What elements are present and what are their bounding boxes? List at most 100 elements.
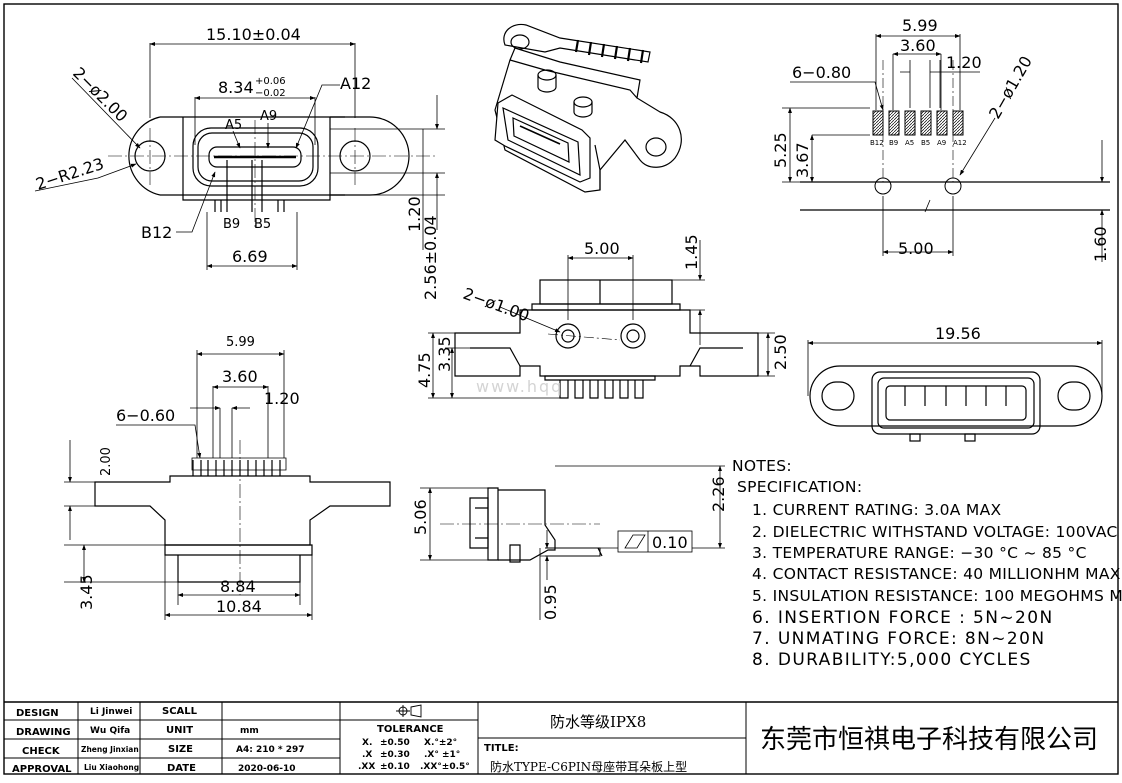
tb-date-label: DATE — [167, 763, 196, 774]
tb-tol-r2-a: .X — [362, 750, 372, 760]
front-h-4-75: 4.75 — [415, 352, 434, 388]
notes-subtitle: SPECIFICATION: — [737, 478, 862, 496]
tb-date-value: 2020-06-10 — [238, 764, 296, 774]
notes-title: NOTES: — [732, 457, 792, 475]
note-item-6: 6. INSERTION FORCE : 5N~20N — [752, 608, 1054, 628]
tb-tol-r3-b: ±0.10 — [380, 762, 410, 772]
tb-drawing-value: Wu Qifa — [90, 726, 130, 736]
footprint-dimensions — [782, 34, 1104, 262]
footprint-width: 5.99 — [902, 16, 938, 35]
note-item-8: 8. DURABILITY:5,000 CYCLES — [752, 650, 1032, 670]
top-slot-width: 8.34 — [218, 78, 254, 97]
tb-design-value: Li Jinwei — [90, 707, 132, 717]
sheet-border — [3, 3, 1119, 775]
title-block-text: DESIGN Li Jinwei DRAWING Wu Qifa CHECK Z… — [12, 704, 1098, 775]
top-overall-width: 15.10±0.04 — [206, 25, 301, 44]
tb-approval-value: Liu Xiaohong — [84, 763, 139, 772]
side-h-2-26: 2.26 — [709, 476, 728, 512]
side-h-5-06: 5.06 — [411, 499, 430, 535]
end-width: 19.56 — [935, 324, 981, 343]
footprint-h-5-25: 5.25 — [771, 132, 790, 168]
footprint-hole: 2−ø1.20 — [985, 53, 1036, 122]
footprint-pitch: 1.20 — [946, 53, 982, 72]
footprint-mid: 3.60 — [900, 36, 936, 55]
end-view — [809, 365, 1103, 442]
front-view — [454, 279, 759, 399]
top-hole-dia: 2−ø2.00 — [69, 63, 131, 125]
tb-scall-label: SCALL — [162, 706, 198, 717]
notes-block: NOTES: SPECIFICATION: 1. CURRENT RATING:… — [732, 457, 1122, 670]
top-dim-1-20: 1.20 — [405, 196, 424, 232]
bottom-inner: 8.84 — [220, 577, 256, 596]
side-view-dimensions — [420, 465, 725, 620]
top-pin-a12: A12 — [340, 74, 371, 93]
tb-tol-r2-b: ±0.30 — [380, 750, 410, 760]
tb-design-label: DESIGN — [16, 708, 59, 719]
tb-company: 东莞市恒祺电子科技有限公司 — [760, 725, 1098, 755]
bottom-h-2-00: 2.00 — [99, 447, 114, 476]
bottom-mid: 3.60 — [222, 367, 258, 386]
bottom-h-3-45: 3.45 — [77, 574, 96, 610]
note-item-1: 1. CURRENT RATING: 3.0A MAX — [752, 501, 1001, 519]
front-holes: 2−ø1.00 — [461, 284, 532, 325]
tb-title-value: 防水TYPE-C6PIN母座带耳朵板上型 — [490, 759, 687, 774]
note-item-7: 7. UNMATING FORCE: 8N~20N — [752, 629, 1045, 649]
pad-label-b9: B9 — [889, 139, 898, 147]
note-item-4: 4. CONTACT RESISTANCE: 40 MILLIONHM MAX — [752, 565, 1121, 583]
tb-unit-value: mm — [240, 726, 259, 736]
bottom-view-dimensions — [64, 350, 313, 620]
side-h-0-95: 0.95 — [541, 584, 560, 620]
tb-unit-label: UNIT — [166, 725, 193, 736]
title-block — [4, 701, 1118, 774]
footprint-holes-span: 5.00 — [898, 239, 934, 258]
footprint-pads — [872, 110, 964, 136]
tb-tol-r1-c: X.°±2° — [424, 738, 457, 748]
tb-size-value: A4: 210 * 297 — [236, 745, 305, 755]
top-slot-tol-plus: +0.06 — [255, 76, 286, 87]
end-view-dimensions — [807, 340, 1103, 396]
note-item-3: 3. TEMPERATURE RANGE: −30 °C ~ 85 °C — [752, 544, 1087, 562]
isometric-view — [494, 23, 682, 193]
projection-symbol-icon — [396, 704, 422, 718]
tb-approval-label: APPROVAL — [12, 764, 72, 775]
note-item-2: 2. DIELECTRIC WITHSTAND VOLTAGE: 100VAC — [752, 523, 1118, 541]
front-h-2-50: 2.50 — [771, 334, 790, 370]
bottom-pitch: 1.20 — [264, 389, 300, 408]
top-slot-tol-minus: −0.02 — [255, 88, 286, 99]
footprint-h-1-60: 1.60 — [1091, 226, 1110, 262]
front-view-dimensions — [428, 240, 775, 399]
pad-label-b5: B5 — [921, 139, 930, 147]
note-item-5: 5. INSULATION RESISTANCE: 100 MEGOHMS MI… — [752, 587, 1122, 605]
top-view — [128, 116, 410, 212]
front-width: 5.00 — [584, 239, 620, 258]
top-pin-a9: A9 — [260, 109, 277, 124]
bottom-view — [94, 457, 391, 583]
tb-check-value: Zheng Jinxian — [81, 745, 139, 754]
pad-label-a5: A5 — [905, 139, 914, 147]
side-flatness: 0.10 — [652, 533, 688, 552]
side-view — [469, 487, 603, 563]
footprint-pads: 6−0.80 — [792, 63, 851, 82]
top-pin-b5: B5 — [254, 217, 271, 232]
bottom-pins: 6−0.60 — [116, 406, 175, 425]
top-pin-b9: B9 — [223, 217, 240, 232]
top-view-centerlines — [108, 120, 435, 230]
pad-label-a9: A9 — [937, 139, 946, 147]
tb-check-label: CHECK — [22, 746, 61, 757]
tb-tol-r1-a: X. — [362, 738, 372, 748]
tb-tol-r3-a: .XX — [358, 762, 375, 772]
tb-size-label: SIZE — [168, 744, 193, 755]
bottom-outer: 10.84 — [216, 597, 262, 616]
footprint-view — [800, 60, 1110, 211]
top-dim-2-56: 2.56±0.04 — [421, 215, 440, 300]
tb-product-rating: 防水等级IPX8 — [550, 713, 646, 731]
watermark: www.hqq — [476, 377, 563, 396]
tb-tolerance-label: TOLERANCE — [377, 724, 444, 735]
top-pin-b12: B12 — [141, 223, 172, 242]
top-pin-span: 6.69 — [232, 247, 268, 266]
tb-title-label: TITLE: — [484, 743, 519, 754]
footprint-h-3-67: 3.67 — [793, 142, 812, 178]
tb-tol-r3-c: .XX°±0.5° — [420, 762, 470, 772]
footprint-pad-labels: B12 B9 A5 B5 A9 A12 — [870, 139, 967, 147]
